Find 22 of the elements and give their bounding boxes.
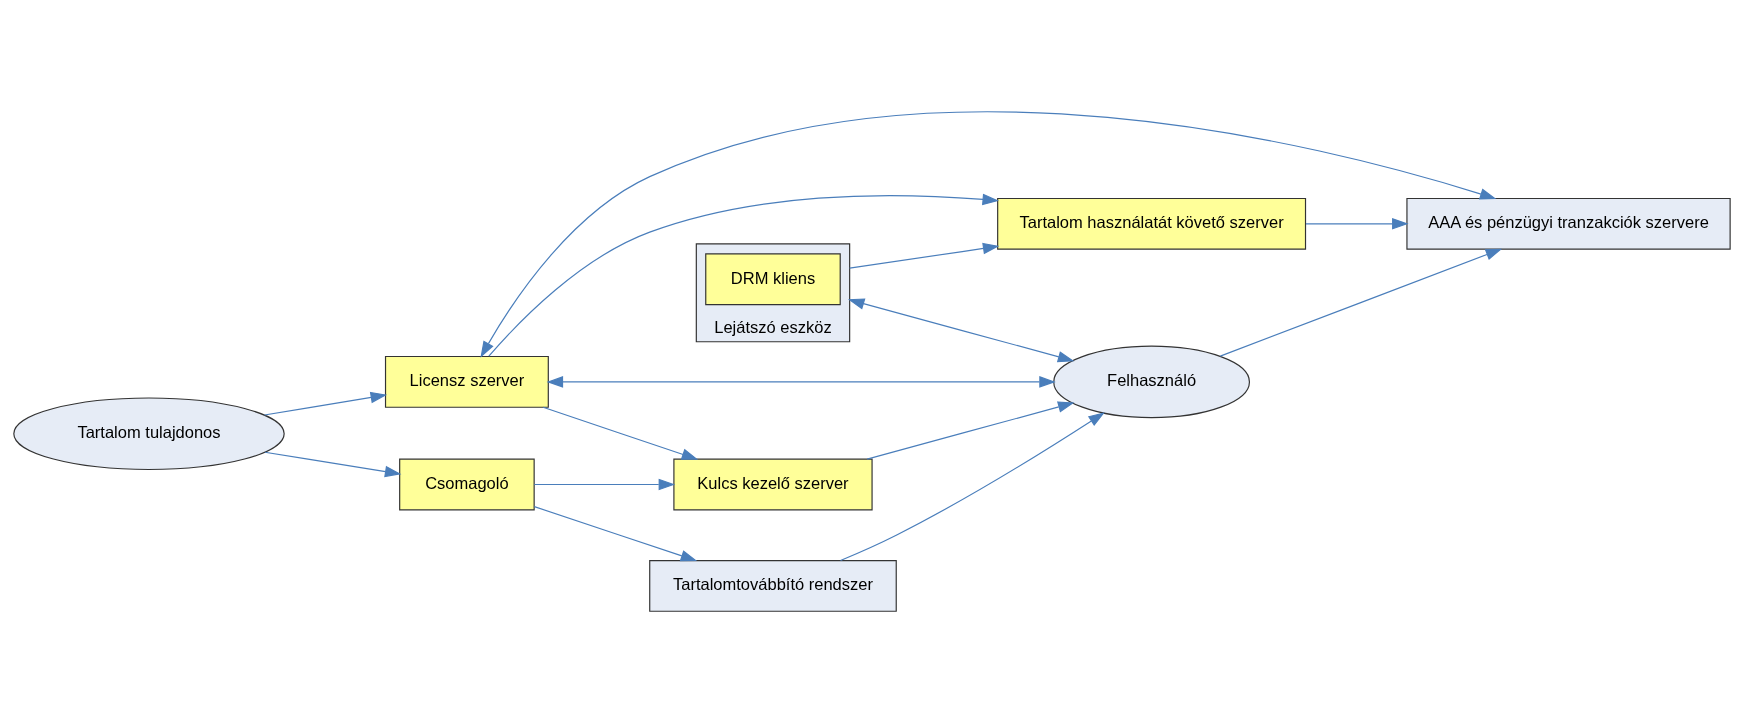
node-box: Licensz szerver bbox=[384, 355, 549, 408]
arrow bbox=[480, 111, 1497, 358]
arrow bbox=[866, 401, 1075, 460]
arrow bbox=[488, 193, 999, 357]
arrow bbox=[847, 298, 1075, 363]
node-box: Tartalomtovábbító rendszer bbox=[649, 559, 897, 612]
node-box: DRM kliens bbox=[705, 253, 841, 306]
arrow bbox=[1305, 218, 1409, 230]
arrow bbox=[542, 406, 699, 460]
arrow bbox=[546, 376, 1056, 388]
arrow bbox=[839, 412, 1105, 562]
arrow bbox=[533, 506, 698, 562]
node-box: AAA és pénzügyi tranzakciók szervere bbox=[1406, 197, 1731, 250]
node-ellipse: Tartalom tulajdonos bbox=[13, 397, 285, 471]
arrow bbox=[1219, 248, 1503, 357]
arrow bbox=[533, 478, 676, 491]
arrow bbox=[263, 391, 388, 416]
node-box: Tartalom használatát követő szerver bbox=[997, 197, 1307, 250]
arrow bbox=[264, 451, 402, 478]
arrow bbox=[849, 242, 1000, 269]
node-box: Kulcs kezelő szerver bbox=[673, 458, 873, 511]
node-box: Csomagoló bbox=[399, 458, 535, 511]
